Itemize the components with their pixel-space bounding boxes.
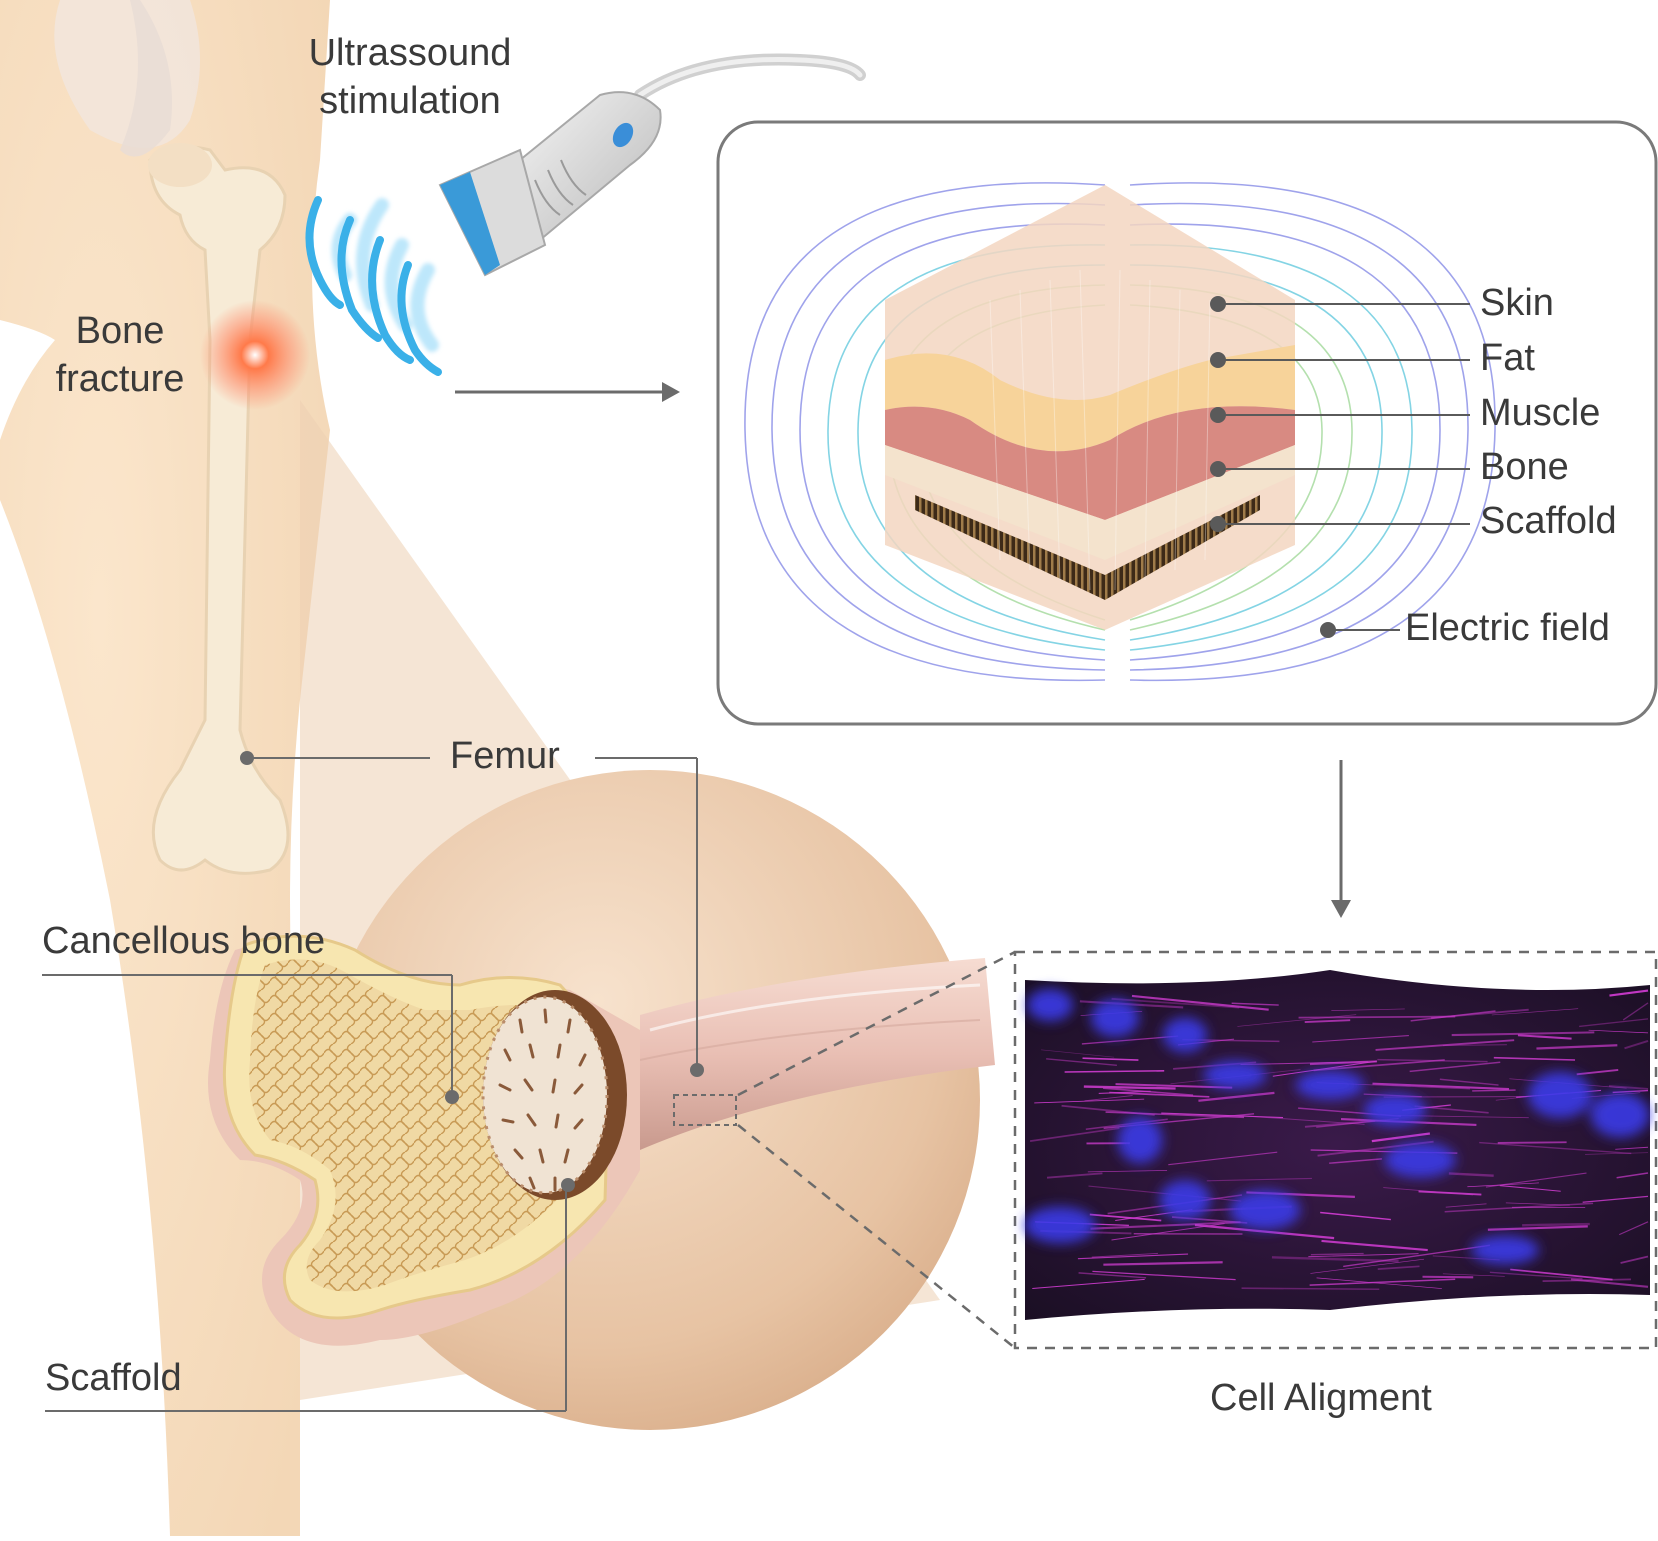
scaffold-bottom-label: Scaffold xyxy=(45,1355,182,1403)
bone-fracture-label: Bone fracture xyxy=(30,308,210,403)
fracture-glow xyxy=(200,300,310,410)
actin-fiber xyxy=(1498,1142,1567,1143)
arrow-to-cells xyxy=(1331,760,1351,918)
layer-label-muscle: Muscle xyxy=(1480,390,1600,438)
cell-nucleus xyxy=(1159,1180,1210,1220)
cell-nucleus xyxy=(1230,1190,1301,1230)
cell-nucleus xyxy=(1471,1236,1539,1265)
cell-nucleus xyxy=(1024,1207,1096,1244)
ultrasound-label: Ultrassound stimulation xyxy=(280,30,540,125)
cell-alignment-label: Cell Aligment xyxy=(1210,1375,1432,1423)
cell-nucleus xyxy=(1091,999,1139,1037)
actin-fiber xyxy=(1522,1224,1590,1225)
femur-label: Femur xyxy=(450,733,560,781)
arrow-to-layers xyxy=(455,382,680,402)
layer-label-skin: Skin xyxy=(1480,280,1554,328)
bone-fracture-line1: Bone xyxy=(30,308,210,356)
ultrasound-waves xyxy=(309,200,438,372)
cell-nucleus xyxy=(1590,1093,1649,1138)
cell-nucleus xyxy=(1364,1094,1427,1126)
cell-nucleus xyxy=(1027,989,1073,1021)
cell-alignment-panel xyxy=(1015,952,1656,1348)
cell-nucleus xyxy=(1528,1072,1592,1118)
layer-label-electric-field: Electric field xyxy=(1405,605,1610,653)
layer-label-fat: Fat xyxy=(1480,335,1535,383)
bone-fracture-line2: fracture xyxy=(30,356,210,404)
cell-nucleus xyxy=(1203,1061,1266,1089)
layer-label-scaffold: Scaffold xyxy=(1480,498,1617,546)
cell-nucleus xyxy=(1163,1018,1207,1053)
cell-nucleus xyxy=(1384,1142,1455,1177)
cell-nucleus xyxy=(1118,1117,1163,1164)
ultrasound-label-line2: stimulation xyxy=(280,78,540,126)
cancellous-bone-label: Cancellous bone xyxy=(42,918,325,966)
layer-label-bone: Bone xyxy=(1480,444,1569,492)
actin-fiber xyxy=(1242,1288,1380,1289)
cell-nucleus xyxy=(1296,1071,1365,1100)
ultrasound-label-line1: Ultrassound xyxy=(280,30,540,78)
actin-fiber xyxy=(1299,1017,1456,1018)
actin-fiber xyxy=(1423,1277,1474,1278)
actin-fiber xyxy=(1472,1090,1515,1091)
